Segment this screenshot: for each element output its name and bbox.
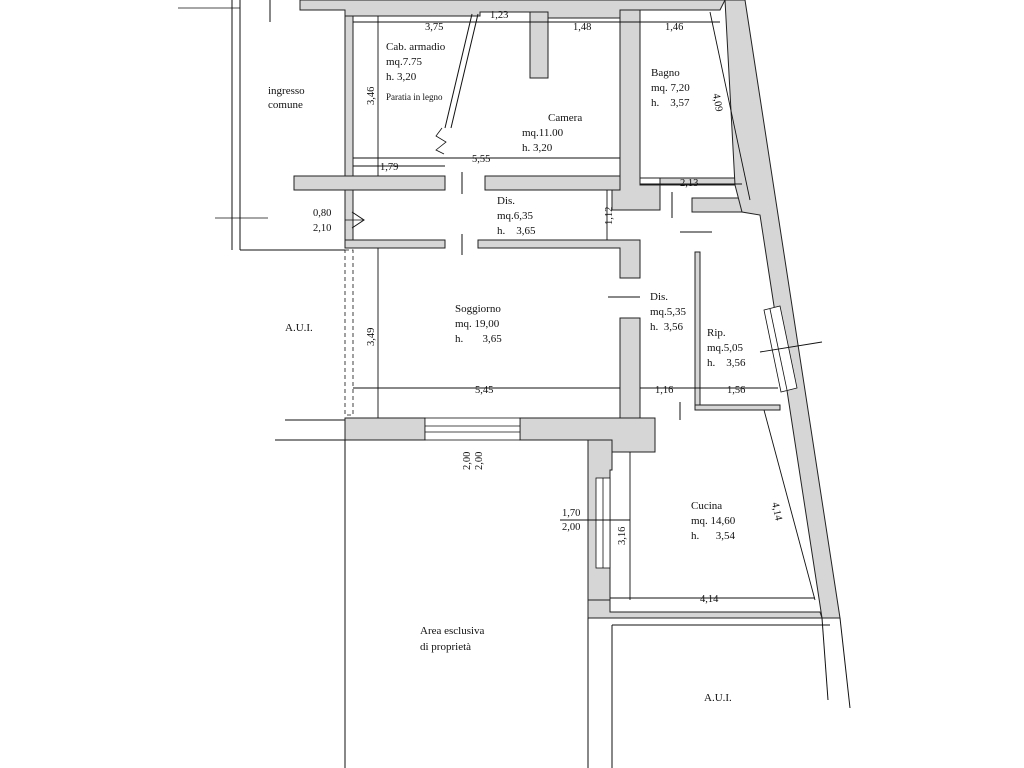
svg-text:3,75: 3,75 <box>425 22 443 33</box>
svg-text:0,80: 0,80 <box>313 208 331 219</box>
aui-bottom-label: A.U.I. <box>704 692 732 704</box>
svg-text:mq.11.00: mq.11.00 <box>522 127 564 139</box>
svg-text:1,12: 1,12 <box>604 207 615 225</box>
svg-text:2,00: 2,00 <box>462 452 473 470</box>
svg-text:5,55: 5,55 <box>472 154 490 165</box>
svg-text:3,16: 3,16 <box>617 527 628 545</box>
room-cab-armadio: Cab. armadio mq.7.75 h. 3,20 <box>386 41 446 83</box>
svg-text:mq.5,35: mq.5,35 <box>650 306 687 318</box>
svg-text:2,00: 2,00 <box>562 522 580 533</box>
svg-text:h. 3,65: h. 3,65 <box>497 225 536 237</box>
svg-text:4,14: 4,14 <box>769 501 784 522</box>
room-camera: Camera mq.11.00 h. 3,20 <box>522 112 582 154</box>
room-ingresso: ingresso comune <box>268 85 305 111</box>
svg-text:Dis.: Dis. <box>650 291 668 303</box>
dimension-labels: 3,75 1,23 1,48 1,46 3,46 4,09 1,79 5,55 … <box>313 10 784 605</box>
svg-text:3,46: 3,46 <box>366 87 377 105</box>
svg-text:Camera: Camera <box>548 112 582 124</box>
svg-text:di proprietà: di proprietà <box>420 641 471 653</box>
door-marks <box>345 13 712 420</box>
svg-text:5,45: 5,45 <box>475 385 493 396</box>
area-esclusiva-label: Area esclusiva di proprietà <box>420 625 485 653</box>
room-dis-2: Dis. mq.5,35 h. 3,56 <box>650 291 687 333</box>
svg-text:1,48: 1,48 <box>573 22 591 33</box>
svg-text:h. 3,65: h. 3,65 <box>455 333 502 345</box>
svg-text:mq. 14,60: mq. 14,60 <box>691 515 736 527</box>
svg-text:mq. 19,00: mq. 19,00 <box>455 318 500 330</box>
svg-text:Soggiorno: Soggiorno <box>455 303 501 315</box>
room-dis-1: Dis. mq.6,35 h. 3,65 <box>497 195 536 237</box>
outdoor-area-lines <box>344 440 851 768</box>
svg-text:mq.7.75: mq.7.75 <box>386 56 423 68</box>
dimension-lines <box>353 11 823 601</box>
room-soggiorno: Soggiorno mq. 19,00 h. 3,65 <box>455 303 502 345</box>
svg-text:Cab. armadio: Cab. armadio <box>386 41 446 53</box>
svg-text:1,23: 1,23 <box>490 10 508 21</box>
svg-text:ingresso: ingresso <box>268 85 305 97</box>
svg-text:4,09: 4,09 <box>710 93 724 113</box>
svg-text:mq.5,05: mq.5,05 <box>707 342 744 354</box>
svg-text:h. 3,57: h. 3,57 <box>651 97 690 109</box>
svg-text:4,14: 4,14 <box>700 594 719 605</box>
windows <box>344 249 798 569</box>
svg-text:comune: comune <box>268 99 303 111</box>
room-bagno: Bagno mq. 7,20 h. 3,57 <box>651 67 690 109</box>
common-entrance-lines <box>178 0 345 441</box>
room-rip: Rip. mq.5,05 h. 3,56 <box>707 327 746 369</box>
aui-left-label: A.U.I. <box>285 322 313 334</box>
svg-text:1,70: 1,70 <box>562 508 580 519</box>
svg-text:1,79: 1,79 <box>380 162 398 173</box>
svg-text:2,00: 2,00 <box>474 452 485 470</box>
svg-text:2,10: 2,10 <box>313 223 331 234</box>
svg-text:mq.6,35: mq.6,35 <box>497 210 534 222</box>
svg-text:h. 3,20: h. 3,20 <box>386 71 417 83</box>
svg-text:h. 3,56: h. 3,56 <box>650 321 684 333</box>
svg-text:h. 3,20: h. 3,20 <box>522 142 553 154</box>
svg-text:h. 3,54: h. 3,54 <box>691 530 736 542</box>
svg-text:Cucina: Cucina <box>691 500 722 512</box>
paratia-label: Paratia in legno <box>386 92 443 102</box>
svg-text:Bagno: Bagno <box>651 67 680 79</box>
svg-text:Area esclusiva: Area esclusiva <box>420 625 485 637</box>
svg-text:Rip.: Rip. <box>707 327 726 339</box>
svg-text:3,49: 3,49 <box>366 328 377 346</box>
svg-text:2,13: 2,13 <box>680 178 698 189</box>
svg-text:Dis.: Dis. <box>497 195 515 207</box>
walls <box>293 0 841 619</box>
svg-text:1,46: 1,46 <box>665 22 683 33</box>
svg-text:1,56: 1,56 <box>727 385 745 396</box>
svg-text:mq. 7,20: mq. 7,20 <box>651 82 690 94</box>
svg-text:1,16: 1,16 <box>655 385 673 396</box>
svg-text:h. 3,56: h. 3,56 <box>707 357 746 369</box>
room-cucina: Cucina mq. 14,60 h. 3,54 <box>691 500 736 542</box>
